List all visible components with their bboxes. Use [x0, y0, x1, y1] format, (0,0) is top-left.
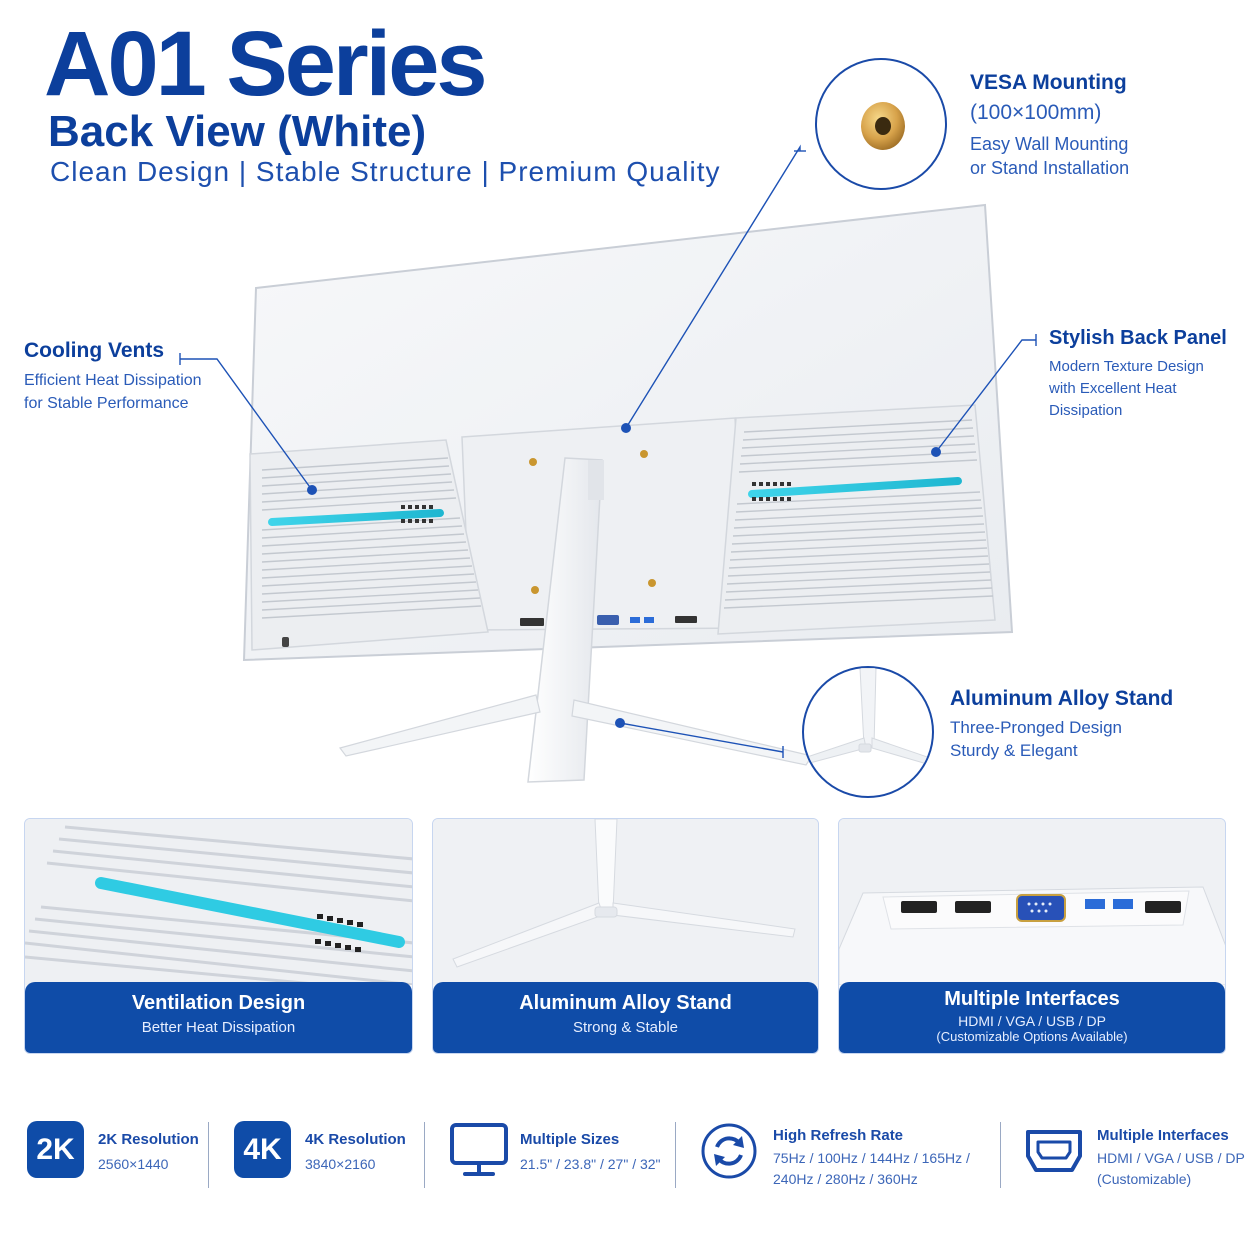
- vesa-line2: or Stand Installation: [970, 157, 1130, 178]
- back-panel-line1: Modern Texture Design: [1049, 358, 1204, 375]
- spec-refresh-line1: 75Hz / 100Hz / 144Hz / 165Hz /: [773, 1149, 970, 1166]
- stand-closeup-image: [433, 819, 818, 985]
- back-panel-line2: with Excellent Heat Dissipation: [1049, 379, 1177, 419]
- vesa-title: VESA Mounting: [970, 71, 1127, 94]
- stand-title: Aluminum Alloy Stand: [950, 687, 1174, 710]
- hdmi-port-icon: [1026, 1130, 1082, 1172]
- stand-line1: Three-Pronged Design: [950, 718, 1122, 738]
- stand-line2: Sturdy & Elegant: [950, 741, 1078, 761]
- ports-strip: [520, 615, 697, 626]
- stand-card-sub: Strong & Stable: [572, 1019, 679, 1036]
- spec-4k-title: 4K Resolution: [305, 1131, 406, 1148]
- vesa-size: (100×100mm): [970, 101, 1102, 125]
- vesa-insert-icon: [861, 102, 905, 150]
- feature-card-interfaces: Multiple Interfaces HDMI / VGA / USB / D…: [838, 818, 1226, 1054]
- interfaces-card-sub: HDMI / VGA / USB / DP: [958, 1013, 1106, 1029]
- badge-2k: 2K: [27, 1121, 84, 1178]
- spec-divider: [675, 1122, 676, 1188]
- ventilation-banner: Ventilation Design Better Heat Dissipati…: [25, 982, 412, 1053]
- vesa-holes: [529, 450, 656, 594]
- stand-card-title: Aluminum Alloy Stand: [519, 992, 732, 1014]
- monitor-stand: [338, 457, 813, 783]
- feature-card-stand: Aluminum Alloy Stand Strong & Stable: [432, 818, 819, 1054]
- page-subtitle: Back View (White): [48, 107, 427, 156]
- cooling-line1: Efficient Heat Dissipation: [24, 372, 202, 390]
- monitor-icon: [450, 1123, 508, 1176]
- vesa-insert-circle: [815, 58, 947, 190]
- interfaces-card-sub2: (Customizable Options Available): [936, 1029, 1128, 1044]
- spec-sizes-value: 21.5" / 23.8" / 27" / 32": [520, 1155, 661, 1172]
- back-panel-title: Stylish Back Panel: [1049, 327, 1227, 349]
- left-vent-block: [249, 439, 489, 651]
- page-tagline: Clean Design | Stable Structure | Premiu…: [50, 156, 721, 187]
- spec-refresh-title: High Refresh Rate: [773, 1127, 904, 1144]
- spec-2k-value: 2560×1440: [98, 1155, 169, 1172]
- vesa-line1: Easy Wall Mounting: [970, 133, 1129, 154]
- spec-interfaces-title: Multiple Interfaces: [1097, 1127, 1229, 1144]
- ventilation-title: Ventilation Design: [131, 992, 306, 1014]
- spec-divider: [1000, 1122, 1001, 1188]
- spec-sizes-title: Multiple Sizes: [520, 1131, 620, 1148]
- callout-dots: [307, 423, 941, 728]
- stand-detail-circle: [802, 666, 934, 798]
- vent-closeup-image: [25, 819, 412, 985]
- monitor-back-illustration: [179, 144, 1037, 783]
- badge-4k: 4K: [234, 1121, 291, 1178]
- cooling-line2: for Stable Performance: [24, 395, 189, 413]
- ventilation-sub: Better Heat Dissipation: [141, 1019, 296, 1036]
- center-housing: [461, 417, 749, 631]
- feature-card-ventilation: Ventilation Design Better Heat Dissipati…: [24, 818, 413, 1054]
- spec-2k-title: 2K Resolution: [98, 1131, 199, 1148]
- cooling-title: Cooling Vents: [24, 339, 165, 362]
- spec-divider: [424, 1122, 425, 1188]
- stand-base-icon: [804, 668, 932, 766]
- ports-closeup-image: [839, 819, 1225, 985]
- spec-interfaces-line2: (Customizable): [1097, 1170, 1192, 1187]
- refresh-icon: [701, 1123, 757, 1179]
- spec-divider: [208, 1122, 209, 1188]
- spec-4k-value: 3840×2160: [305, 1155, 376, 1172]
- right-vent-block: [717, 404, 996, 635]
- callout-lines: [179, 144, 1037, 758]
- stand-banner: Aluminum Alloy Stand Strong & Stable: [433, 982, 818, 1053]
- spec-interfaces-line1: HDMI / VGA / USB / DP: [1097, 1149, 1245, 1166]
- page-title: A01 Series: [44, 13, 488, 115]
- spec-refresh-line2: 240Hz / 280Hz / 360Hz: [773, 1170, 918, 1187]
- interfaces-card-title: Multiple Interfaces: [944, 988, 1120, 1010]
- interfaces-banner: Multiple Interfaces HDMI / VGA / USB / D…: [839, 982, 1225, 1053]
